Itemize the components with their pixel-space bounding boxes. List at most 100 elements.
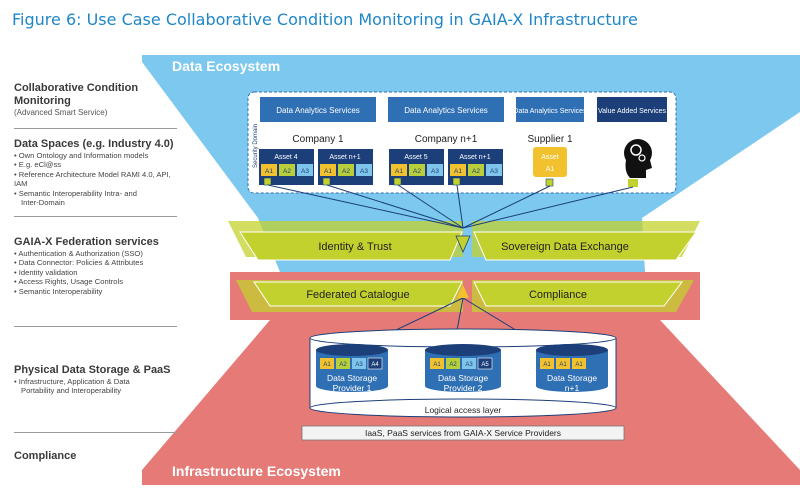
storage-chip: A5 <box>481 362 489 368</box>
security-domain-label: Security Domain <box>253 124 259 168</box>
chip-a2 <box>409 164 425 176</box>
section-heading: Data Spaces (e.g. Industry 4.0) <box>14 138 174 150</box>
federated-catalogue-label: Federated Catalogue <box>306 289 409 301</box>
chip-a3 <box>427 164 443 176</box>
chip-a2 <box>338 164 354 176</box>
storage-chip: A2 <box>449 362 457 368</box>
section-subheading: (Advanced Smart Service) <box>14 108 108 117</box>
iaas-label: IaaS, PaaS services from GAIA-X Service … <box>365 428 561 438</box>
storage-chip: A1 <box>575 362 583 368</box>
bullet-list: • Own Ontology and Information models • … <box>14 151 179 207</box>
compliance-band-label: Compliance <box>529 289 587 301</box>
data-ecosystem-label: Data Ecosystem <box>172 58 280 74</box>
storage-chip: A3 <box>355 362 363 368</box>
separator <box>14 432 177 433</box>
section-data-spaces: Data Spaces (e.g. Industry 4.0) • Own On… <box>14 138 179 207</box>
infrastructure-ecosystem-label: Infrastructure Ecosystem <box>172 463 341 479</box>
asset-chips: A1 A2 A3 A1 A2 A3 A1 A2 A3 A1 A2 A3 <box>261 164 502 176</box>
asset-label: Asset n+1 <box>459 154 490 161</box>
chip-a1 <box>391 164 407 176</box>
section-physical-storage: Physical Data Storage & PaaS • Infrastru… <box>14 364 179 396</box>
chip-label: A3 <box>301 168 309 175</box>
storage-chip: A2 <box>339 362 347 368</box>
storage-label: Data Storage <box>547 373 597 383</box>
section-federation-services: GAIA-X Federation services • Authenticat… <box>14 236 179 296</box>
sovereign-exchange-label: Sovereign Data Exchange <box>501 241 629 253</box>
service-label: Data Analytics Services <box>513 108 587 115</box>
storage-label: Provider 2 <box>444 383 483 393</box>
service-box <box>386 95 506 124</box>
chip-label: A1 <box>324 168 332 175</box>
bullet-item: • E.g. eCl@ss <box>14 160 62 170</box>
storage-chip: A1 <box>323 362 331 368</box>
identity-band <box>239 231 463 261</box>
service-box <box>258 95 378 124</box>
bullet-list: • Authentication & Authorization (SSO) •… <box>14 249 179 296</box>
section-condition-monitoring: Collaborative Condition Monitoring (Adva… <box>14 82 179 118</box>
bullet-list: • Infrastructure, Application & Data Por… <box>14 377 179 396</box>
compliance-band <box>473 281 683 307</box>
asset-label: Asset 5 <box>404 154 427 161</box>
chip-label: A1 <box>395 168 403 175</box>
chip-label: A3 <box>490 168 498 175</box>
bullet-item: Portability and Interoperability <box>21 386 122 396</box>
storage-chip: A1 <box>559 362 567 368</box>
bullet-item: • Reference Architecture Model RAMI 4.0,… <box>14 169 171 189</box>
logical-access-label: Logical access layer <box>425 405 502 415</box>
storage-label: Data Storage <box>438 373 488 383</box>
service-box <box>595 95 669 124</box>
chip-a1 <box>450 164 466 176</box>
figure-title: Figure 6: Use Case Collaborative Conditi… <box>12 10 638 29</box>
section-compliance: Compliance <box>14 450 179 463</box>
section-heading: Physical Data Storage & PaaS <box>14 364 171 376</box>
chip-label: A2 <box>472 168 480 175</box>
company-label: Supplier 1 <box>527 134 572 145</box>
chip-label: A3 <box>360 168 368 175</box>
supplier-asset-box <box>533 147 567 177</box>
section-heading: GAIA-X Federation services <box>14 236 159 248</box>
chip-a2 <box>468 164 484 176</box>
chip-label: A3 <box>431 168 439 175</box>
identity-trust-label: Identity & Trust <box>318 241 391 253</box>
company-label: Company n+1 <box>415 134 478 145</box>
chip-a2 <box>279 164 295 176</box>
chip-a1 <box>261 164 277 176</box>
bullet-item: • Authentication & Authorization (SSO) <box>14 249 143 258</box>
chip-label: A2 <box>413 168 421 175</box>
hub-node-bottom <box>457 285 469 298</box>
iaas-bar <box>301 425 625 441</box>
storage-label: Data Storage <box>327 373 377 383</box>
company-label: Company 1 <box>292 134 344 145</box>
chip-a3 <box>356 164 372 176</box>
storage-chip: A4 <box>371 362 379 368</box>
bullet-item: • Semantic Interoperability Intra- and <box>14 188 137 198</box>
section-heading: Compliance <box>14 450 77 462</box>
bullet-item: Inter-Domain <box>21 198 65 208</box>
bullet-item: • Data Connector: Policies & Attributes <box>14 258 144 268</box>
chip-label: A2 <box>283 168 291 175</box>
bullet-item: • Own Ontology and Information models <box>14 151 149 160</box>
storage-provider-1 <box>316 344 388 392</box>
chip-label: A1 <box>454 168 462 175</box>
bullet-item: • Access Rights, Usage Controls <box>14 277 124 287</box>
supplier-asset-chip: A1 <box>546 166 555 173</box>
asset-label: Asset 4 <box>274 154 297 161</box>
chip-a3 <box>486 164 502 176</box>
service-label: Value Added Services <box>598 108 666 115</box>
storage-provider-n <box>536 344 608 392</box>
asset-label: Asset n+1 <box>329 154 360 161</box>
storage-label: n+1 <box>565 383 580 393</box>
storage-chip: A1 <box>543 362 551 368</box>
service-box <box>514 95 586 124</box>
service-boxes: Data Analytics Services Data Analytics S… <box>258 95 669 124</box>
section-heading: Collaborative Condition Monitoring <box>14 82 139 107</box>
service-label: Data Analytics Services <box>404 106 488 115</box>
storage-label: Provider 1 <box>333 383 372 393</box>
brain-head-icon <box>624 139 652 187</box>
chip-label: A1 <box>265 168 273 175</box>
bullet-item: • Infrastructure, Application & Data <box>14 377 130 386</box>
separator <box>14 326 177 327</box>
chip-label: A2 <box>342 168 350 175</box>
storage-chip: A3 <box>465 362 473 368</box>
chip-a3 <box>297 164 313 176</box>
